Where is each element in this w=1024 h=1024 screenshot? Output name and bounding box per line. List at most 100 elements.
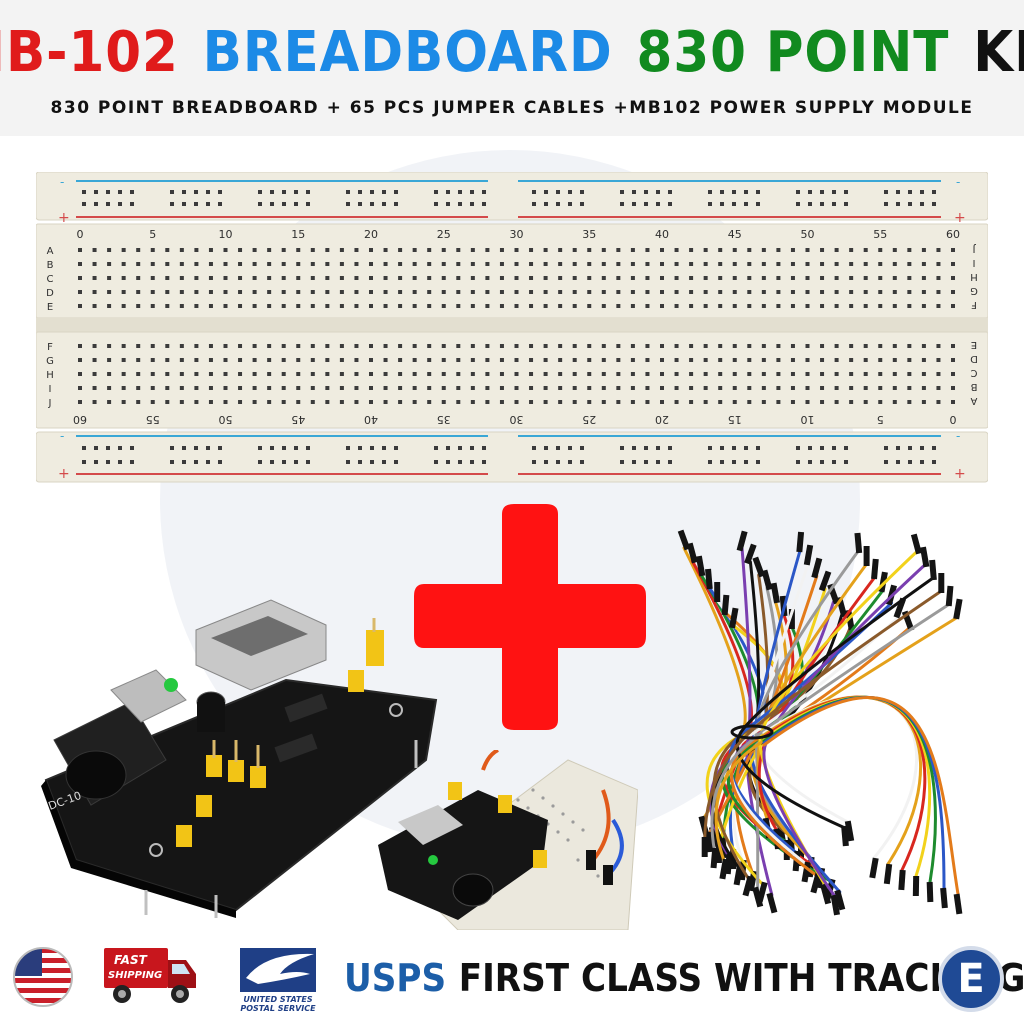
carrier-name: USPS xyxy=(344,956,447,1000)
column-number-bottom: 0 xyxy=(950,413,957,426)
row-letter-left: F xyxy=(47,342,53,353)
jumper-pin xyxy=(863,546,870,566)
top-rail-minus: - xyxy=(60,175,64,189)
top-rail-minus-right: - xyxy=(956,175,960,189)
column-number-top: 10 xyxy=(219,228,233,241)
row-letter-left: G xyxy=(46,356,54,367)
jumper-pin xyxy=(910,533,922,555)
jumper-pin xyxy=(744,543,757,565)
column-number-bottom: 30 xyxy=(510,413,524,426)
bottom-rail-minus: - xyxy=(60,429,64,443)
jumper-cables-image xyxy=(677,529,963,916)
column-number-bottom: 5 xyxy=(877,413,884,426)
bottom-power-rail xyxy=(36,431,988,483)
column-number-top: 60 xyxy=(946,228,960,241)
shipping-method: FIRST CLASS WITH TRACKING xyxy=(458,956,1024,1000)
jumper-pin xyxy=(940,887,948,909)
bottom-rail-minus-right: - xyxy=(956,429,960,443)
cable-tie xyxy=(730,724,774,740)
usps-logo-line1: UNITED STATES xyxy=(243,995,312,1004)
column-number-top: 5 xyxy=(149,228,156,241)
jumper-pin xyxy=(871,558,879,580)
row-letter-right: J xyxy=(973,243,977,254)
jumper-wire xyxy=(758,550,918,888)
column-number-bottom: 10 xyxy=(801,413,815,426)
jumper-pin xyxy=(953,893,963,915)
column-number-bottom: 40 xyxy=(364,413,378,426)
bottom-rail-plus: + xyxy=(58,466,70,482)
row-letter-left: A xyxy=(47,246,54,257)
top-power-rail xyxy=(36,172,988,221)
jumper-pin xyxy=(820,883,832,905)
jumper-pin xyxy=(803,544,814,566)
jumper-pin xyxy=(938,573,945,593)
row-letter-right: H xyxy=(970,271,978,282)
jumper-wire xyxy=(728,614,902,866)
jumper-pin xyxy=(705,568,713,590)
jumper-pin xyxy=(920,546,930,568)
power-supply-module-image: DC-10 xyxy=(41,599,438,918)
column-number-top: 25 xyxy=(437,228,451,241)
column-number-top: 0 xyxy=(77,228,84,241)
column-number-bottom: 60 xyxy=(73,413,87,426)
row-letter-left: C xyxy=(47,274,54,285)
jumper-pin xyxy=(844,820,855,842)
usps-eagle-logo: UNITED STATES POSTAL SERVICE xyxy=(240,948,316,1013)
jumper-pin xyxy=(898,869,906,891)
column-number-bottom: 25 xyxy=(582,413,596,426)
jumper-pin xyxy=(883,863,893,885)
jumper-pin xyxy=(715,843,722,863)
jumper-pin xyxy=(695,555,706,577)
jumper-pin xyxy=(926,881,934,903)
column-number-bottom: 50 xyxy=(219,413,233,426)
jumper-pin xyxy=(686,542,698,564)
column-number-top: 45 xyxy=(728,228,742,241)
store-logo-badge: E xyxy=(938,946,1004,1012)
jumper-pin xyxy=(770,582,780,604)
row-letter-left: D xyxy=(46,288,54,299)
center-channel xyxy=(36,318,988,332)
row-letter-left: J xyxy=(48,398,52,409)
title-kit: KIT xyxy=(973,19,1024,85)
title-breadboard: BREADBOARD xyxy=(202,19,613,85)
jumper-pin xyxy=(719,858,729,880)
jumper-pin xyxy=(854,532,863,554)
column-number-top: 35 xyxy=(582,228,596,241)
breadboard-holes xyxy=(78,190,955,464)
row-letter-left: B xyxy=(47,260,54,271)
column-number-bottom: 55 xyxy=(146,413,160,426)
row-letter-left: E xyxy=(47,302,53,313)
row-letter-right: B xyxy=(970,381,977,392)
column-number-top: 50 xyxy=(801,228,815,241)
jumper-wire xyxy=(730,627,910,877)
us-flag-icon xyxy=(13,947,73,1007)
jumper-pin xyxy=(834,889,846,911)
jumper-pin xyxy=(752,886,764,908)
jumper-pin xyxy=(810,872,822,894)
bottom-rail-plus-right: + xyxy=(954,466,966,482)
jumper-pin xyxy=(869,857,879,879)
jumper-pin xyxy=(818,570,832,592)
jumper-pin xyxy=(929,559,937,581)
column-number-bottom: 15 xyxy=(728,413,742,426)
row-letter-right: D xyxy=(970,353,978,364)
row-letter-right: C xyxy=(970,367,977,378)
jumper-pin xyxy=(710,847,719,869)
jumper-pin xyxy=(714,582,721,602)
row-letter-right: F xyxy=(971,299,977,310)
shipping-info: USPS FIRST CLASS WITH TRACKING xyxy=(344,952,1024,1004)
row-letter-left: I xyxy=(49,384,52,395)
jumper-pin xyxy=(841,825,849,847)
top-rail-plus: + xyxy=(58,210,70,226)
jumper-pin xyxy=(721,594,730,616)
fast-shipping-truck-icon: FAST SHIPPING xyxy=(104,948,196,1003)
column-number-top: 40 xyxy=(655,228,669,241)
jumper-wire xyxy=(727,601,893,855)
jumper-pin xyxy=(761,569,773,591)
row-letter-right: G xyxy=(970,285,978,296)
jumper-pin xyxy=(953,598,963,620)
jumper-pin xyxy=(788,609,795,629)
module-on-breadboard-image xyxy=(378,750,638,930)
